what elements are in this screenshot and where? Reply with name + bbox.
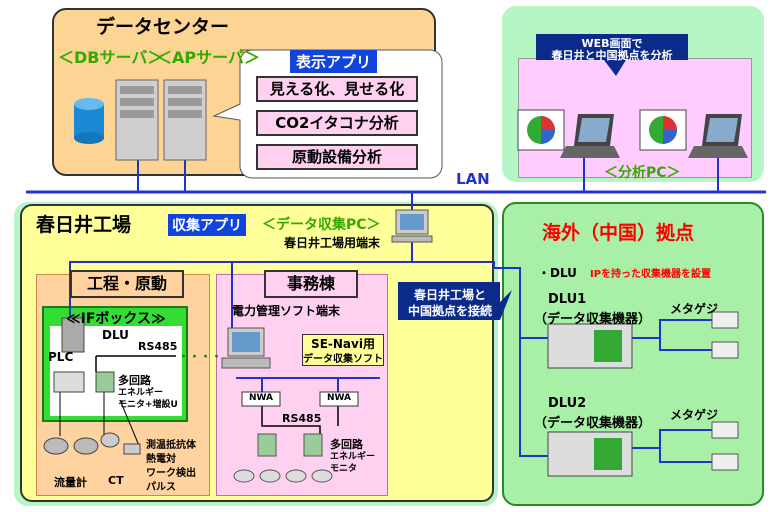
office-panel <box>216 274 388 496</box>
dlu1-device <box>547 323 633 369</box>
web-callout-line1: WEB画面で <box>581 37 643 50</box>
process-multi-1: 多回路 <box>118 374 151 387</box>
office-multi-2: エネルギー <box>330 452 376 462</box>
plc-label: PLC <box>48 350 74 364</box>
web-callout <box>536 34 688 76</box>
office-terminal-label: 電力管理ソフト端末 <box>232 304 341 318</box>
meter-1a <box>711 311 739 329</box>
kasugai-title: 春日井工場 <box>36 214 132 236</box>
collect-app-label: 収集アプリ <box>168 214 246 236</box>
office-rs485: RS485 <box>282 412 322 425</box>
flowmeter-icons <box>43 437 99 455</box>
datacenter-title: データセンター <box>96 16 230 38</box>
nwa-box-2 <box>319 391 359 407</box>
process-multi-2: エネルギー <box>118 388 164 398</box>
ct-label: CT <box>108 474 124 487</box>
dlu-device-process <box>61 317 85 353</box>
nwa-label-2: NWA <box>326 393 352 403</box>
db-server-label: ＜DBサーバ＞ <box>58 48 164 67</box>
sensor-4: パルス <box>146 482 176 493</box>
overseas-note-red: IPを持った収集機器を設置 <box>590 269 712 280</box>
office-terminal-icon <box>221 327 271 369</box>
dlu2-device <box>547 431 633 477</box>
process-rs485: RS485 <box>138 340 178 353</box>
database-icon <box>74 98 104 144</box>
laptop-icon-2 <box>688 114 748 158</box>
ct-icon <box>100 432 120 448</box>
office-soft-1: SE-Navi用 <box>302 334 384 352</box>
collect-pc-sub: 春日井工場用端末 <box>284 236 381 250</box>
flowmeter-label: 流量計 <box>54 476 87 489</box>
laptop-icon-1 <box>560 114 620 158</box>
ap-server-icon <box>163 79 207 161</box>
connect-callout <box>398 282 512 320</box>
chart-icon-1 <box>517 109 565 151</box>
analysis-pc-label: ＜分析PC＞ <box>604 165 681 181</box>
office-ct-sensors <box>233 469 333 483</box>
app-item-facility: 原動設備分析 <box>256 144 418 170</box>
app-item-visualize: 見える化、見せる化 <box>256 76 418 102</box>
dlu2-line1: DLU2 <box>548 396 587 411</box>
office-soft-2: データ収集ソフト <box>302 350 384 366</box>
office-multi-1: 多回路 <box>330 438 363 451</box>
office-title: 事務棟 <box>264 270 358 298</box>
dlu-label: DLU <box>102 328 129 342</box>
plc-device <box>53 371 85 393</box>
lan-label: LAN <box>456 170 490 188</box>
sensor-1: 測温抵抗体 <box>146 440 196 451</box>
ap-server-label: ＜APサーバ＞ <box>156 48 260 67</box>
sensor-icon <box>123 443 141 455</box>
dlu1-line2: （データ収集機器） <box>534 312 652 327</box>
chart-icon-2 <box>639 109 687 151</box>
display-app-title: 表示アプリ <box>290 50 378 73</box>
nwa-box-1 <box>241 391 281 407</box>
dlu2-line2: （データ収集機器） <box>534 416 652 431</box>
office-multi-3: モニタ <box>330 464 358 474</box>
connect-line2: 中国拠点を接続 <box>407 304 492 318</box>
process-title: 工程・原動 <box>70 270 184 298</box>
overseas-note-prefix: ・DLU <box>538 266 577 280</box>
nwa-label-1: NWA <box>248 393 274 403</box>
process-multi-3: モニタ+増設U <box>118 400 178 410</box>
db-server-icon <box>115 79 159 161</box>
meter-label-1: メタゲジ <box>670 302 719 316</box>
collection-pc-icon <box>391 209 433 243</box>
process-dots: ・・・・ <box>178 350 222 363</box>
meter-1b <box>711 341 739 359</box>
overseas-title: 海外（中国）拠点 <box>542 222 695 244</box>
sensor-2: 熱電対 <box>146 454 176 465</box>
office-monitor-1 <box>257 433 277 457</box>
dlu1-line1: DLU1 <box>548 292 587 307</box>
app-item-co2: CO2イタコナ分析 <box>256 110 418 136</box>
office-monitor-2 <box>303 433 323 457</box>
sensor-3: ワーク検出 <box>146 468 196 479</box>
meter-2b <box>711 453 739 471</box>
web-callout-line2: 春日井と中国拠点を分析 <box>551 49 673 62</box>
if-box-label: ≪IFボックス≫ <box>66 311 166 327</box>
connect-line1: 春日井工場と <box>413 288 486 302</box>
meter-label-2: メタゲジ <box>670 408 719 422</box>
multi-monitor-process <box>95 371 115 393</box>
collect-pc-label: ＜データ収集PC＞ <box>262 217 381 233</box>
meter-2a <box>711 421 739 439</box>
